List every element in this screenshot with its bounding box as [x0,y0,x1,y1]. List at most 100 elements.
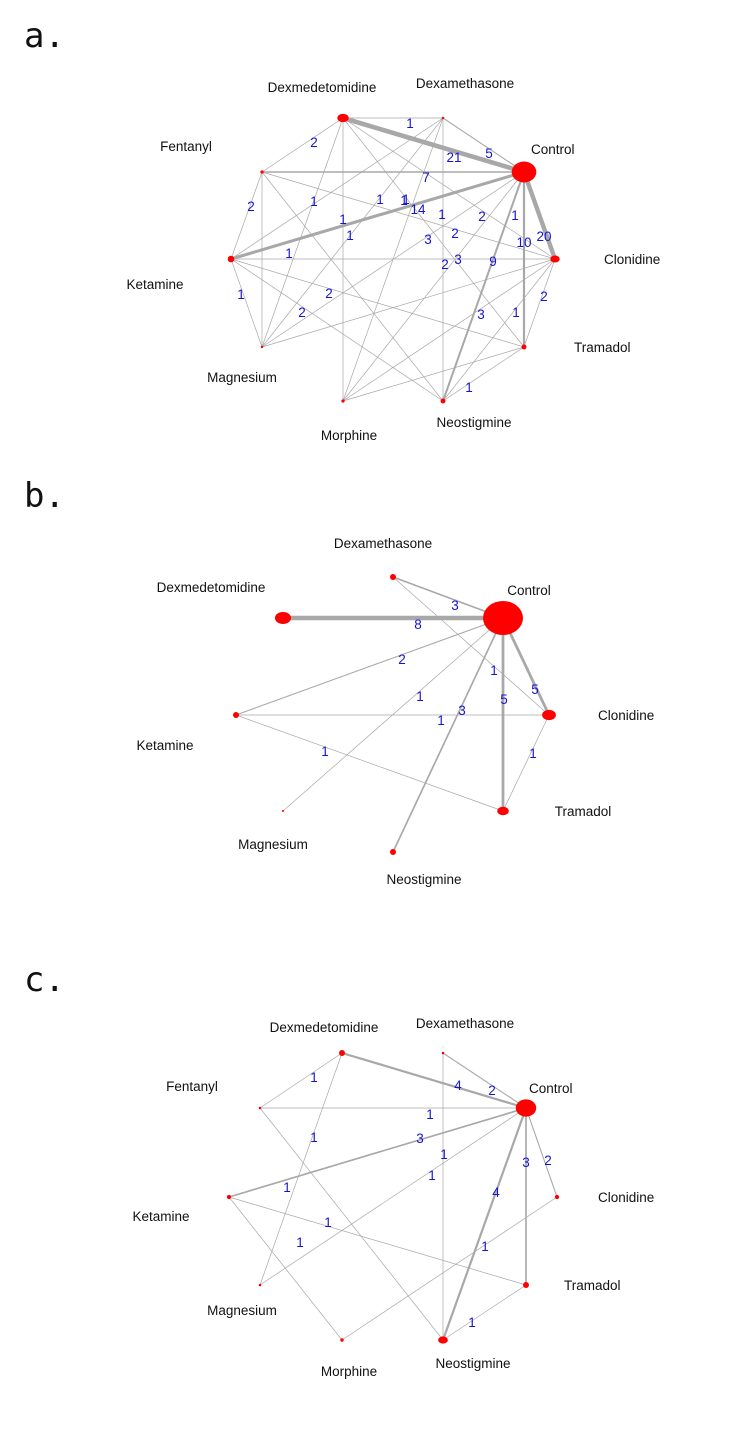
edge-label-dexmedetomidine-clonidine: 1 [400,193,408,208]
edge-dexamethasone-clonidine [392,576,550,716]
edge-label-clonidine-control: 20 [536,229,551,244]
edge-label-dexamethasone-ketamine: 1 [376,192,384,207]
edge-label-dexmedetomidine-control: 8 [414,617,422,632]
edge-tramadol-morphine [342,346,525,402]
edge-fentanyl-neostigmine [259,1107,444,1341]
edge-label-clonidine-magnesium: 3 [424,232,432,247]
edge-label-ketamine-tramadol: 1 [324,1215,332,1230]
extra-edge-label-6: 3 [454,252,462,267]
edge-label-fentanyl-neostigmine: 1 [283,1180,291,1195]
edge-neostigmine-control [442,171,525,402]
node-neostigmine [440,398,446,404]
edge-ketamine-tramadol [230,258,525,348]
node-label-neostigmine: Neostigmine [386,872,461,887]
node-label-magnesium: Magnesium [238,837,308,852]
edge-label-dexmedetomidine-fentanyl: 2 [310,135,318,150]
node-control [515,1099,537,1117]
nodes-group [226,1050,560,1344]
edge-label-dexmedetomidine-dexamethasone: 1 [406,116,414,131]
edge-label-dexamethasone-control: 5 [485,146,493,161]
node-ketamine [226,1194,232,1200]
edge-label-dexamethasone-neostigmine: 1 [440,1147,448,1162]
edges-group [235,576,551,853]
node-label-dexamethasone: Dexamethasone [334,536,432,551]
edge-label-dexmedetomidine-control: 21 [446,150,461,165]
extra-edge-label-5: 2 [451,226,459,241]
node-morphine [340,1338,344,1342]
edge-label-neostigmine-control: 3 [458,703,466,718]
node-label-magnesium: Magnesium [207,1303,277,1318]
nodes-group [227,113,560,404]
node-dexamethasone [441,116,445,120]
edge-dexamethasone-control [442,1052,527,1109]
edge-label-ketamine-control: 2 [398,652,406,667]
edge-label-dexamethasone-clonidine: 1 [490,663,498,678]
node-label-ketamine: Ketamine [136,738,193,753]
edge-label-tramadol-control: 5 [500,692,508,707]
edge-dexamethasone-ketamine [230,117,444,260]
node-label-control: Control [531,142,575,157]
node-magnesium [282,810,284,812]
edge-fentanyl-ketamine [230,171,263,260]
edge-label-neostigmine-control: 4 [492,1185,500,1200]
extra-edge-label-9: 1 [402,192,410,207]
edge-clonidine-tramadol [502,714,550,812]
extra-edge-label-3: 1 [285,246,293,261]
edge-clonidine-control [501,617,551,716]
node-label-control: Control [507,583,551,598]
edge-clonidine-control [521,171,558,260]
node-label-dexmedetomidine: Dexmedetomidine [270,1020,379,1035]
edge-label-fentanyl-control: 7 [422,170,430,185]
node-label-fentanyl: Fentanyl [160,139,212,154]
edge-dexmedetomidine-fentanyl [259,1052,343,1109]
edge-label-magnesium-control: 2 [478,209,486,224]
edge-label-clonidine-morphine: 3 [477,307,485,322]
node-magnesium [260,345,264,349]
extra-edge-label-8: 1 [438,207,446,222]
node-neostigmine [438,1336,448,1344]
edges-group [228,1051,558,1341]
edge-clonidine-tramadol [523,258,556,348]
edge-dexamethasone-control [392,576,504,619]
edge-dexmedetomidine-magnesium [259,1052,343,1286]
edge-label-clonidine-tramadol: 2 [540,289,548,304]
edge-label-clonidine-morphine: 1 [481,1239,489,1254]
node-label-magnesium: Magnesium [207,370,277,385]
edge-ketamine-morphine [228,1196,343,1341]
edge-clonidine-morphine [341,1196,558,1341]
node-label-fentanyl: Fentanyl [166,1079,218,1094]
edge-label-ketamine-clonidine: 1 [437,713,445,728]
node-label-dexmedetomidine: Dexmedetomidine [268,80,377,95]
node-magnesium [258,1283,262,1287]
edge-dexamethasone-control [442,117,525,173]
edge-dexmedetomidine-magnesium [261,117,344,348]
edge-label-ketamine-tramadol: 2 [325,286,333,301]
edge-label-dexmedetomidine-control: 4 [454,1078,462,1093]
node-label-clonidine: Clonidine [598,1190,654,1205]
edge-fentanyl-clonidine [261,171,556,260]
edges-group [230,115,558,402]
edge-clonidine-control [525,1107,558,1198]
edge-ketamine-magnesium [230,258,263,348]
edge-ketamine-neostigmine [230,258,444,402]
node-morphine [341,399,345,403]
edge-label-ketamine-control: 14 [410,202,426,217]
edge-ketamine-control [235,617,504,716]
edge-label-clonidine-tramadol: 1 [529,746,537,761]
node-label-dexamethasone: Dexamethasone [416,76,514,91]
edge-clonidine-magnesium [261,258,556,348]
node-dexmedetomidine [337,113,349,123]
node-label-clonidine: Clonidine [598,708,654,723]
node-tramadol [521,344,527,350]
edge-label-ketamine-control: 3 [416,1131,424,1146]
node-label-tramadol: Tramadol [555,804,612,819]
extra-edge-label-2: 1 [346,228,354,243]
node-label-morphine: Morphine [321,1364,377,1379]
edge-clonidine-morphine [342,258,556,402]
node-label-clonidine: Clonidine [604,252,660,267]
